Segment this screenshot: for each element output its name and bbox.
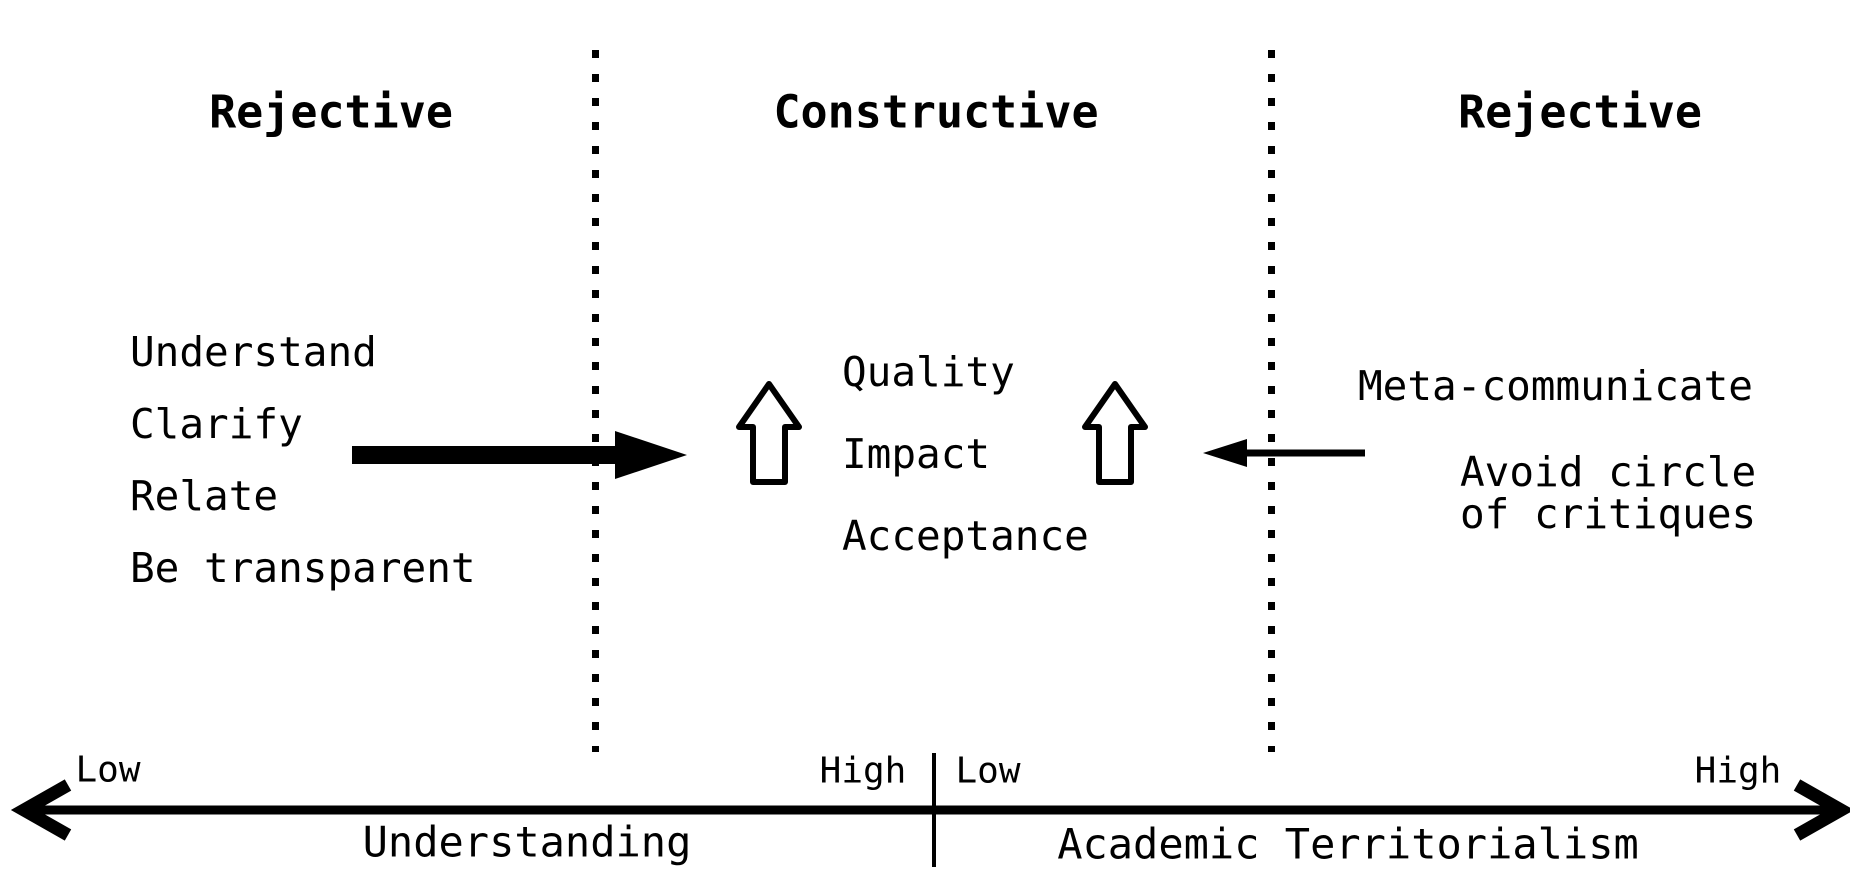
left-arrow-icon: [1203, 439, 1365, 467]
double-arrow-axis: [10, 753, 1850, 867]
rejective-left-list: Understand Clarify Relate Be transparent: [130, 316, 476, 604]
list-item: Acceptance: [842, 512, 1089, 560]
axis-title-understanding: Understanding: [362, 817, 692, 867]
constructive-list: Quality Impact Acceptance: [842, 331, 1089, 577]
axis-high-label-territorialism: High: [1694, 750, 1782, 792]
axis-right-arrowhead: [1793, 779, 1850, 841]
list-item: Relate: [130, 472, 279, 520]
axis-left-arrowhead: [10, 779, 72, 841]
right-arrow-icon: [352, 431, 687, 479]
zone-header-rejective-left: Rejective: [209, 85, 453, 139]
zone-header-rejective-right: Rejective: [1458, 85, 1702, 139]
list-item: Understand: [130, 328, 377, 376]
dotted-divider-right: [1268, 50, 1275, 752]
dotted-divider-left: [592, 50, 599, 752]
up-arrow-icon: [736, 381, 802, 485]
list-item: Be transparent: [130, 544, 476, 592]
zone-header-constructive: Constructive: [773, 85, 1099, 139]
axis-low-label-understanding: Low: [75, 749, 141, 791]
meta-communicate-note: Meta-communicate: [1358, 362, 1753, 410]
avoid-circle-note: Avoid circle of critiques: [1460, 448, 1757, 538]
list-item: Clarify: [130, 400, 303, 448]
axis-high-label-understanding: High: [819, 750, 907, 792]
axis-low-label-territorialism: Low: [955, 750, 1021, 792]
list-item: Quality: [842, 348, 1015, 396]
axis-title-territorialism: Academic Territorialism: [1057, 819, 1639, 869]
up-arrow-icon: [1082, 381, 1148, 485]
list-item: Impact: [842, 430, 991, 478]
